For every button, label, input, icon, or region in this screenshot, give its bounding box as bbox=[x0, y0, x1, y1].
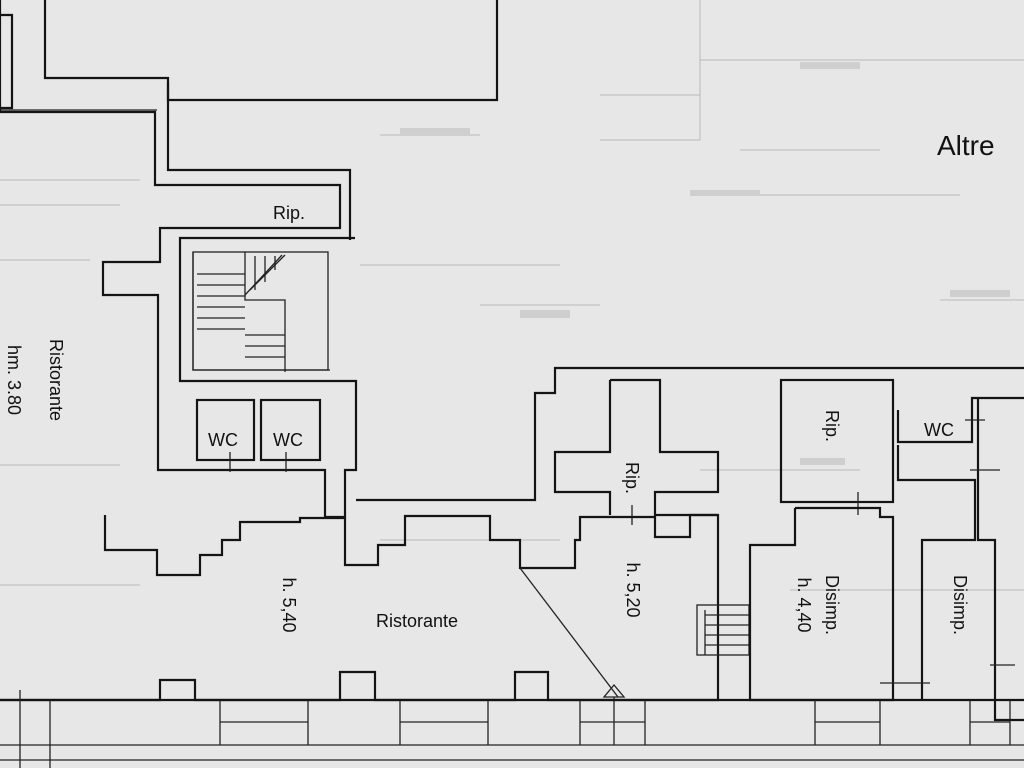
label-height-left: hm. 3.80 bbox=[4, 345, 24, 415]
wc-cubicles bbox=[195, 398, 322, 472]
label-height-disimp: h. 4,40 bbox=[794, 577, 814, 632]
north-building-walls bbox=[0, 0, 499, 519]
label-ristorante-main: Ristorante bbox=[376, 611, 458, 631]
label-wc-2: WC bbox=[273, 430, 303, 450]
label-rip-center: Rip. bbox=[622, 462, 642, 494]
facade-windows bbox=[0, 690, 1024, 768]
label-wc-1: WC bbox=[208, 430, 238, 450]
main-restaurant-walls bbox=[0, 513, 718, 745]
header-title: Altre bbox=[937, 130, 995, 161]
small-staircase bbox=[696, 604, 750, 656]
label-ristorante-left: Ristorante bbox=[46, 339, 66, 421]
right-rooms-walls bbox=[748, 378, 1024, 722]
staircase bbox=[192, 251, 330, 372]
label-disimp-1: Disimp. bbox=[822, 575, 842, 635]
label-height-mid: h. 5,20 bbox=[623, 562, 643, 617]
central-walls bbox=[356, 366, 1024, 702]
label-height-main: h. 5,40 bbox=[279, 577, 299, 632]
label-disimp-2: Disimp. bbox=[950, 575, 970, 635]
label-rip-right: Rip. bbox=[822, 410, 842, 442]
label-rip-top: Rip. bbox=[273, 203, 305, 223]
ghost-marks bbox=[400, 62, 1010, 465]
label-wc-right: WC bbox=[924, 420, 954, 440]
